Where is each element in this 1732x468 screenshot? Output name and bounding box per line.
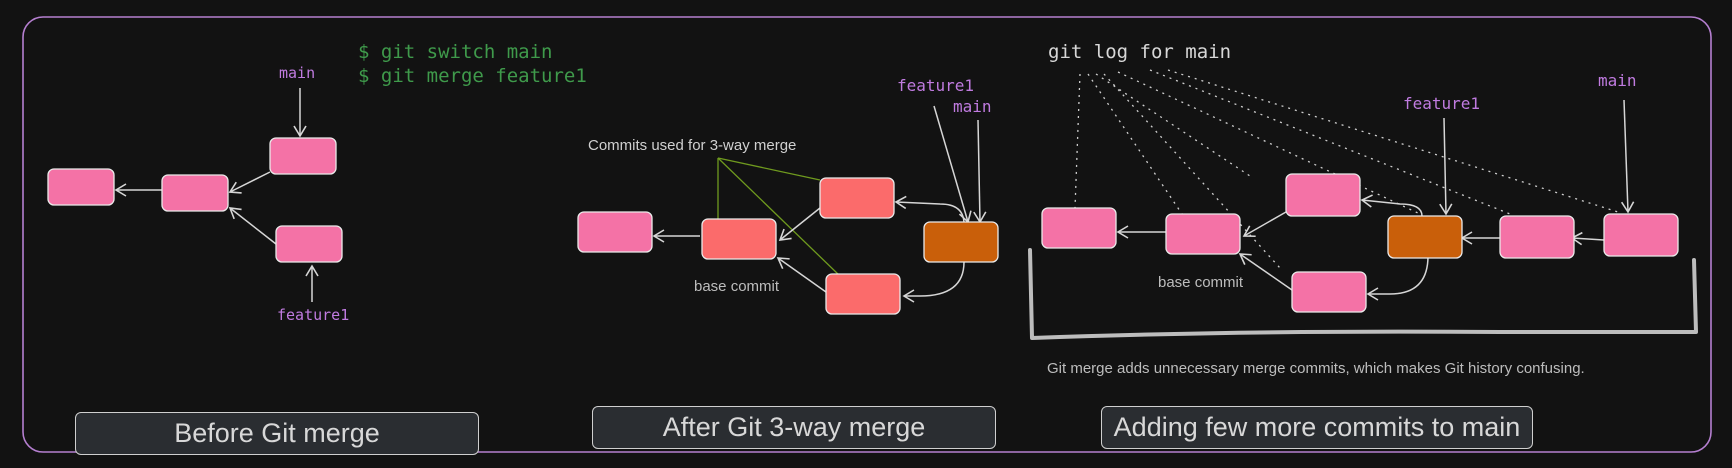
outer-frame (22, 16, 1712, 453)
commit-node (1041, 207, 1117, 249)
arrow-merge-to-main-parent (1360, 194, 1423, 217)
footnote: Git merge adds unnecessary merge commits… (1047, 360, 1585, 377)
arrow-main-pointer (1620, 99, 1635, 214)
arrow-main-to-base (778, 207, 821, 241)
merge-commit-node (1387, 215, 1463, 259)
caption-before-merge: Before Git merge (75, 412, 479, 455)
branch-label-feature1: feature1 (277, 306, 349, 324)
commit-node (1285, 173, 1361, 217)
command-line-2: $ git merge feature1 (358, 65, 587, 87)
highlight-line (717, 157, 821, 181)
three-way-note: Commits used for 3-way merge (588, 137, 796, 154)
branch-label-main: main (1598, 71, 1637, 90)
branch-label-feature1: feature1 (897, 76, 974, 95)
arrow-main-pointer (973, 119, 987, 224)
commit-node (275, 225, 343, 263)
panel-after-merge: Commits used for 3-way merge feature1 ma… (577, 76, 999, 315)
arrow-main-newest (1570, 231, 1605, 246)
commit-node (1291, 271, 1367, 313)
arrow-feature-tip-to-base (228, 207, 277, 245)
commit-node-main-tip (819, 177, 895, 219)
command-line-1: $ git switch main (358, 41, 552, 63)
branch-label-main: main (279, 64, 315, 82)
commit-node (577, 211, 653, 253)
arrow-feature1-pointer (1439, 117, 1453, 216)
commit-node-main-tip (1603, 213, 1679, 257)
caption-after-merge: After Git 3-way merge (592, 406, 996, 449)
commit-node (1499, 215, 1575, 259)
commit-node (269, 137, 337, 175)
highlight-line (717, 157, 841, 277)
arrow-merge-to-feature-parent (902, 261, 965, 303)
base-commit-label: base commit (694, 278, 780, 295)
history-bracket (1028, 248, 1698, 340)
base-commit-label: base commit (1158, 274, 1244, 291)
caption-more-commits: Adding few more commits to main (1101, 406, 1533, 449)
commit-node-base (1165, 213, 1241, 255)
arrow-feature-to-base (776, 257, 827, 293)
branch-label-feature1: feature1 (1403, 94, 1480, 113)
arrow-feature1-pointer (933, 105, 972, 224)
panel-more-commits: git log for main feature1 main base comm… (1028, 41, 1698, 377)
panel-before-merge: $ git switch main $ git merge feature1 m… (47, 41, 587, 324)
commit-node (161, 174, 229, 212)
git-log-title: git log for main (1048, 41, 1231, 63)
commit-node-base (701, 218, 777, 260)
merge-commit-node (923, 221, 999, 263)
arrow-feature-to-base (1238, 253, 1293, 291)
commit-node (47, 168, 115, 206)
arrow-merge-to-main-parent (894, 195, 965, 225)
arrow-merge-to-feature-parent (1366, 255, 1429, 301)
branch-label-main: main (953, 97, 992, 116)
arrow-main-to-base (1242, 211, 1287, 238)
arrow-main-tip-to-base (228, 171, 271, 194)
commit-node-feature-tip (825, 273, 901, 315)
